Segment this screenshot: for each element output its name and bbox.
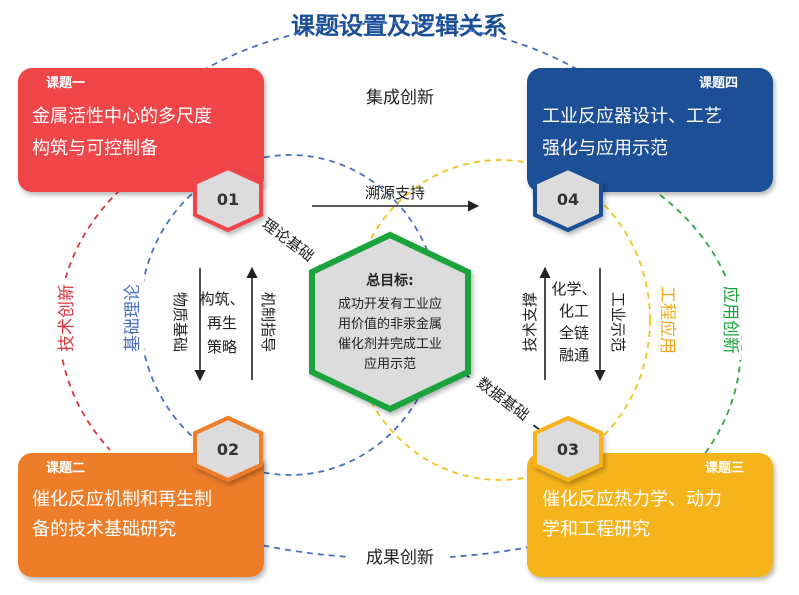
center-goal-line-3: 催化剂并完成工业	[338, 337, 442, 352]
construct-regen-l1: 构筑、	[199, 290, 244, 308]
arc-label-left-outer: 技术创新	[57, 284, 77, 352]
mech-guide-label: 机制指导	[259, 292, 277, 352]
topic-2-title-l1: 催化反应机制和再生制	[32, 489, 212, 510]
hex-04-number: 04	[557, 190, 579, 209]
topic-3-title-l1: 催化反应热力学、动力	[542, 489, 722, 510]
center-goal-line-4: 应用示范	[364, 356, 416, 372]
topic-3-tag: 课题三	[705, 461, 744, 476]
hex-02[interactable]	[193, 415, 263, 483]
topic-1-title-l2: 构筑与可控制备	[32, 138, 158, 159]
topic-4-title-l2: 强化与应用示范	[542, 138, 668, 159]
topic-4-tag: 课题四	[699, 76, 738, 91]
tech-support-label: 技术支撑	[521, 292, 539, 352]
trace-support-label: 溯源支持	[365, 184, 425, 202]
arc-label-right-outer: 应用创新	[720, 286, 740, 354]
chem-integration-l4: 融通	[559, 346, 589, 364]
arc-label-left-inner: 基础理论	[123, 284, 143, 352]
diagram-title: 课题设置及逻辑关系	[291, 12, 507, 40]
hex-04[interactable]	[533, 165, 603, 233]
arc-label-top-bg	[350, 85, 450, 109]
topic-1-tag: 课题一	[46, 76, 85, 91]
topic-1-title-l1: 金属活性中心的多尺度	[32, 106, 212, 127]
hex-02-number: 02	[217, 440, 239, 459]
topic-2-title-l2: 备的技术基础研究	[32, 519, 176, 540]
center-goal-line-1: 成功开发有工业应	[338, 296, 442, 312]
hex-03[interactable]	[533, 415, 603, 483]
topic-box-3[interactable]	[527, 453, 773, 577]
outer-ring-green	[659, 194, 742, 461]
theory-basis-label: 理论基础	[259, 215, 318, 265]
data-basis-label: 数据基础	[474, 374, 533, 424]
arc-label-bottom-bg	[350, 545, 450, 569]
topic-4-title-l1: 工业反应器设计、工艺	[542, 106, 722, 127]
construct-regen-l3: 策略	[207, 338, 237, 356]
hex-01[interactable]	[193, 165, 263, 233]
topic-box-1[interactable]	[18, 68, 264, 192]
arc-label-bottom: 成果创新	[366, 548, 434, 568]
topic-box-4[interactable]	[527, 68, 773, 192]
topic-2-tag: 课题二	[46, 461, 85, 476]
center-goal-heading: 总目标:	[366, 272, 414, 289]
material-basis-label: 物质基础	[171, 292, 189, 352]
construct-regen-l2: 再生	[207, 314, 237, 332]
arc-label-top: 集成创新	[366, 88, 434, 108]
chem-integration-l3: 全链	[559, 324, 589, 342]
topic-box-2[interactable]	[18, 453, 264, 577]
center-goal-line-2: 用价值的非汞金属	[338, 316, 442, 332]
topic-3-title-l2: 学和工程研究	[542, 519, 650, 540]
arc-label-right-inner: 工程应用	[657, 286, 677, 354]
chem-integration-l1: 化学、	[551, 280, 596, 298]
center-goal-hex[interactable]	[309, 231, 471, 413]
industrial-demo-label: 工业示范	[609, 292, 627, 352]
hex-03-number: 03	[557, 440, 579, 459]
hex-01-number: 01	[217, 190, 239, 209]
chem-integration-l2: 化工	[559, 302, 589, 320]
